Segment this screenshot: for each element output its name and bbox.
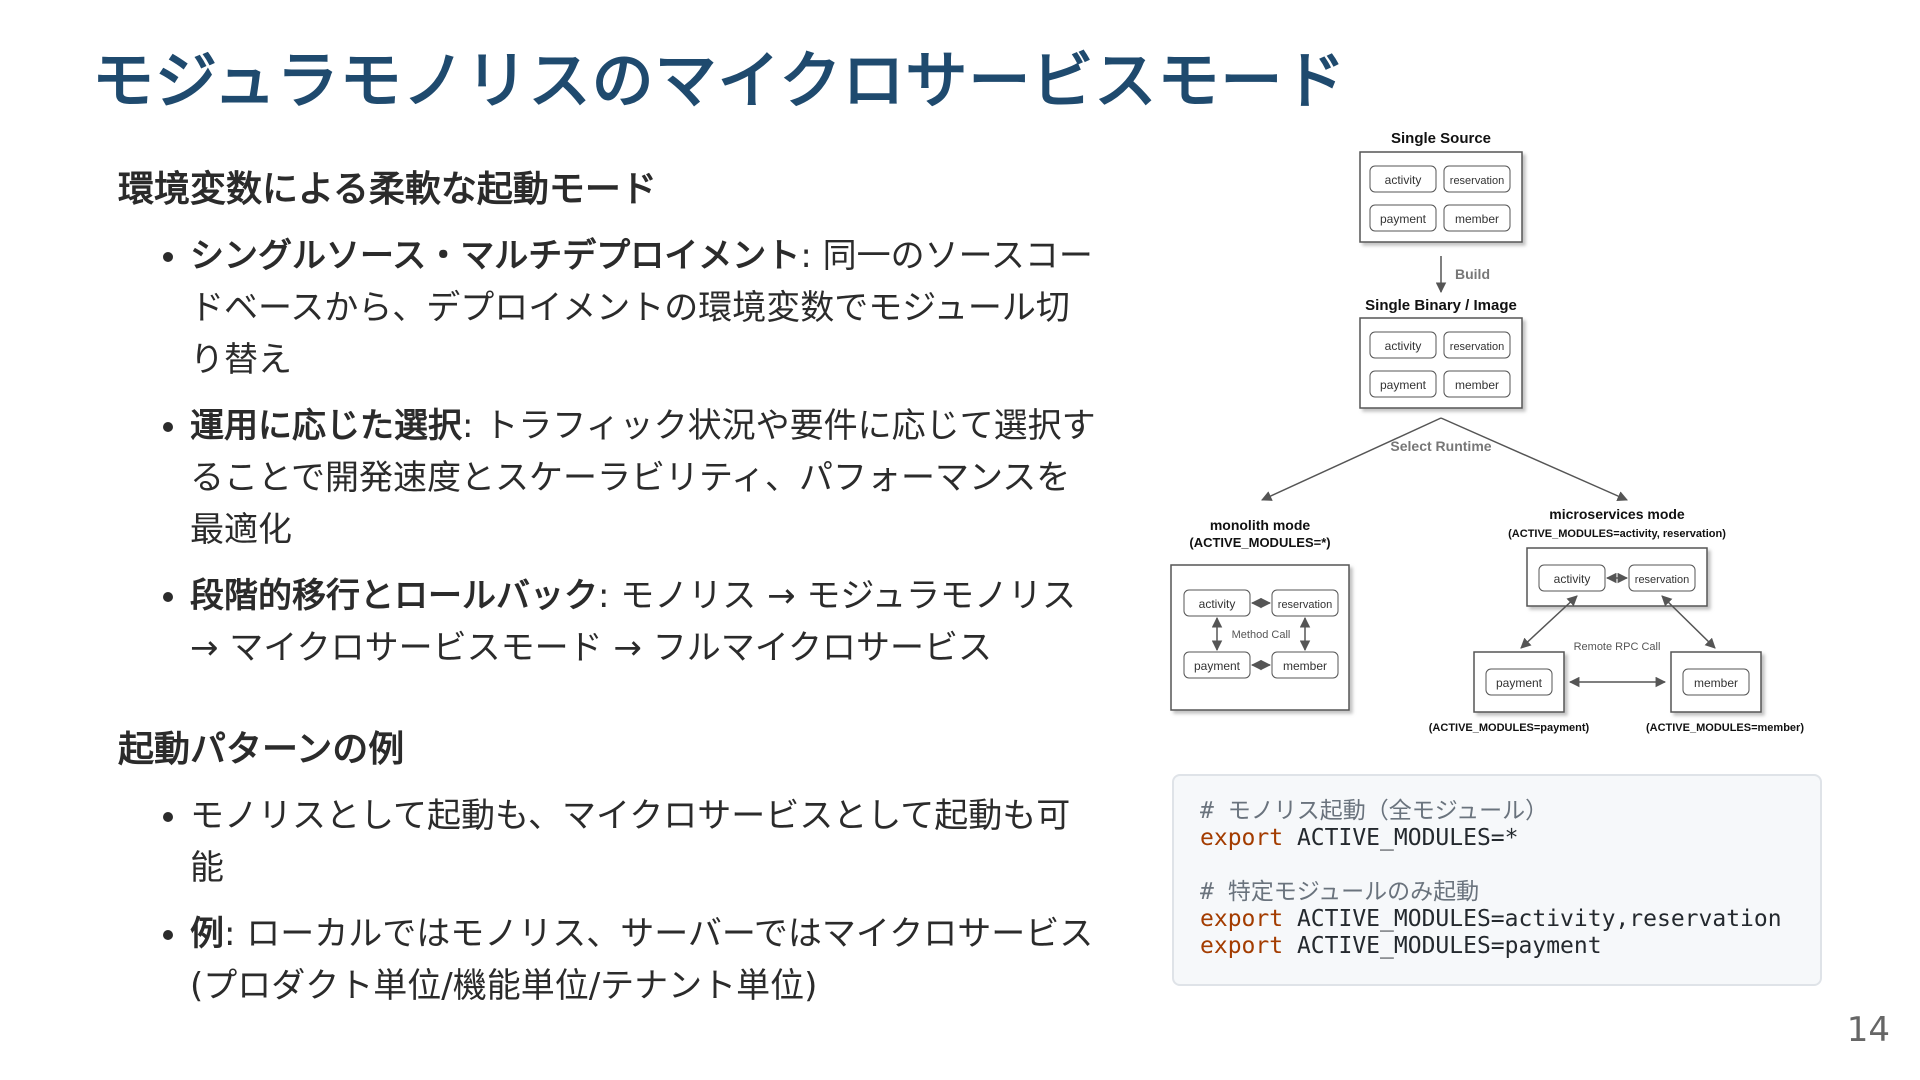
startup-patterns-list: モノリスとして起動も、マイクロサービスとして起動も可能 例: ローカルではモノリ… <box>118 790 1098 1012</box>
module-box <box>1271 589 1339 617</box>
module-box <box>1628 564 1696 592</box>
remote-rpc-arrow <box>1520 595 1578 649</box>
single-source-label: Single Source <box>1391 130 1491 147</box>
module-label: activity <box>1385 173 1422 187</box>
module-label: member <box>1283 659 1327 673</box>
list-item: 運用に応じた選択: トラフィック状況や要件に応じて選択することで開発速度とスケー… <box>190 400 1098 556</box>
module-label: payment <box>1496 676 1543 690</box>
select-runtime-arrow-right <box>1440 417 1628 501</box>
architecture-diagram: Single Source activity reservation payme… <box>1160 120 1840 760</box>
code-block: # モノリス起動（全モジュール） export ACTIVE_MODULES=*… <box>1172 774 1822 986</box>
code-line: export ACTIVE_MODULES=* <box>1200 825 1794 852</box>
code-keyword: export <box>1200 906 1284 932</box>
list-item: 例: ローカルではモノリス、サーバーではマイクロサービス(プロダクト単位/機能単… <box>190 908 1098 1012</box>
bullet-term: 段階的移行とロールバック <box>190 576 598 616</box>
module-box <box>1443 165 1511 193</box>
module-box <box>1183 589 1251 617</box>
bullet-text: : ローカルではモノリス、サーバーではマイクロサービス(プロダクト単位/機能単位… <box>190 914 1094 1006</box>
module-box <box>1682 668 1750 696</box>
module-label: member <box>1694 676 1738 690</box>
code-text: ACTIVE_MODULES=* <box>1283 825 1519 851</box>
module-box <box>1443 204 1511 232</box>
code-text: ACTIVE_MODULES=payment <box>1283 933 1602 959</box>
module-box <box>1443 370 1511 398</box>
bullet-text: : トラフィック状況や要件に応じて選択することで開発速度とスケーラビリティ、パフ… <box>190 406 1096 550</box>
section-heading-startup-modes: 環境変数による柔軟な起動モード <box>118 169 657 210</box>
payment-env-label: (ACTIVE_MODULES=payment) <box>1429 722 1590 734</box>
bullet-term: 運用に応じた選択 <box>190 406 462 446</box>
method-call-label: Method Call <box>1232 629 1291 641</box>
module-box <box>1369 165 1437 193</box>
single-binary-label: Single Binary / Image <box>1365 297 1517 314</box>
module-box <box>1271 651 1339 679</box>
bullet-text: : 同一のソースコードベースから、デプロイメントの環境変数でモジュール切り替え <box>190 236 1093 380</box>
module-box <box>1369 331 1437 359</box>
code-line: export ACTIVE_MODULES=payment <box>1200 933 1794 960</box>
module-box <box>1369 370 1437 398</box>
build-label: Build <box>1455 266 1490 282</box>
module-label: activity <box>1385 339 1422 353</box>
code-comment: # 特定モジュールのみ起動 <box>1200 879 1480 905</box>
content-column: 環境変数による柔軟な起動モード シングルソース・マルチデプロイメント: 同一のソ… <box>118 160 1098 1026</box>
module-label: payment <box>1194 659 1241 673</box>
microservices-mode-env: (ACTIVE_MODULES=activity, reservation) <box>1508 528 1726 540</box>
code-line: export ACTIVE_MODULES=activity,reservati… <box>1200 906 1794 933</box>
slide-title: モジュラモノリスのマイクロサービスモード <box>92 44 1347 117</box>
monolith-mode-label: monolith mode <box>1210 517 1311 533</box>
select-runtime-arrow-left <box>1261 417 1442 501</box>
startup-modes-list: シングルソース・マルチデプロイメント: 同一のソースコードベースから、デプロイメ… <box>118 230 1098 674</box>
module-label: reservation <box>1450 341 1504 353</box>
module-box <box>1538 564 1606 592</box>
list-item: シングルソース・マルチデプロイメント: 同一のソースコードベースから、デプロイメ… <box>190 230 1098 386</box>
module-label: payment <box>1380 212 1427 226</box>
bullet-term: 例 <box>190 914 224 954</box>
monolith-mode-env: (ACTIVE_MODULES=*) <box>1189 535 1330 550</box>
section-heading-startup-patterns: 起動パターンの例 <box>118 729 405 770</box>
code-blank-line <box>1200 852 1794 879</box>
code-text: ACTIVE_MODULES=activity,reservation <box>1283 906 1782 932</box>
microservices-mode-label: microservices mode <box>1549 506 1685 522</box>
module-label: activity <box>1554 572 1591 586</box>
module-label: reservation <box>1278 599 1332 611</box>
bullet-term: シングルソース・マルチデプロイメント <box>190 236 801 276</box>
module-box <box>1485 668 1553 696</box>
remote-rpc-label: Remote RPC Call <box>1574 641 1661 653</box>
module-label: member <box>1455 212 1499 226</box>
select-runtime-label: Select Runtime <box>1390 438 1491 454</box>
module-label: activity <box>1199 597 1236 611</box>
page-number: 14 <box>1846 1010 1890 1050</box>
module-box <box>1369 204 1437 232</box>
remote-rpc-arrow <box>1661 595 1716 649</box>
module-label: reservation <box>1450 175 1504 187</box>
member-env-label: (ACTIVE_MODULES=member) <box>1646 722 1804 734</box>
module-label: reservation <box>1635 574 1689 586</box>
code-keyword: export <box>1200 933 1284 959</box>
code-keyword: export <box>1200 825 1284 851</box>
bullet-text: : モノリス → モジュラモノリス → マイクロサービスモード → フルマイクロ… <box>190 576 1076 668</box>
module-label: member <box>1455 378 1499 392</box>
module-box <box>1183 651 1251 679</box>
module-box <box>1443 331 1511 359</box>
monolith-box <box>1170 564 1350 711</box>
module-label: payment <box>1380 378 1427 392</box>
bullet-text: モノリスとして起動も、マイクロサービスとして起動も可能 <box>190 796 1071 888</box>
list-item: モノリスとして起動も、マイクロサービスとして起動も可能 <box>190 790 1098 894</box>
list-item: 段階的移行とロールバック: モノリス → モジュラモノリス → マイクロサービス… <box>190 570 1098 674</box>
code-comment: # モノリス起動（全モジュール） <box>1200 798 1549 824</box>
